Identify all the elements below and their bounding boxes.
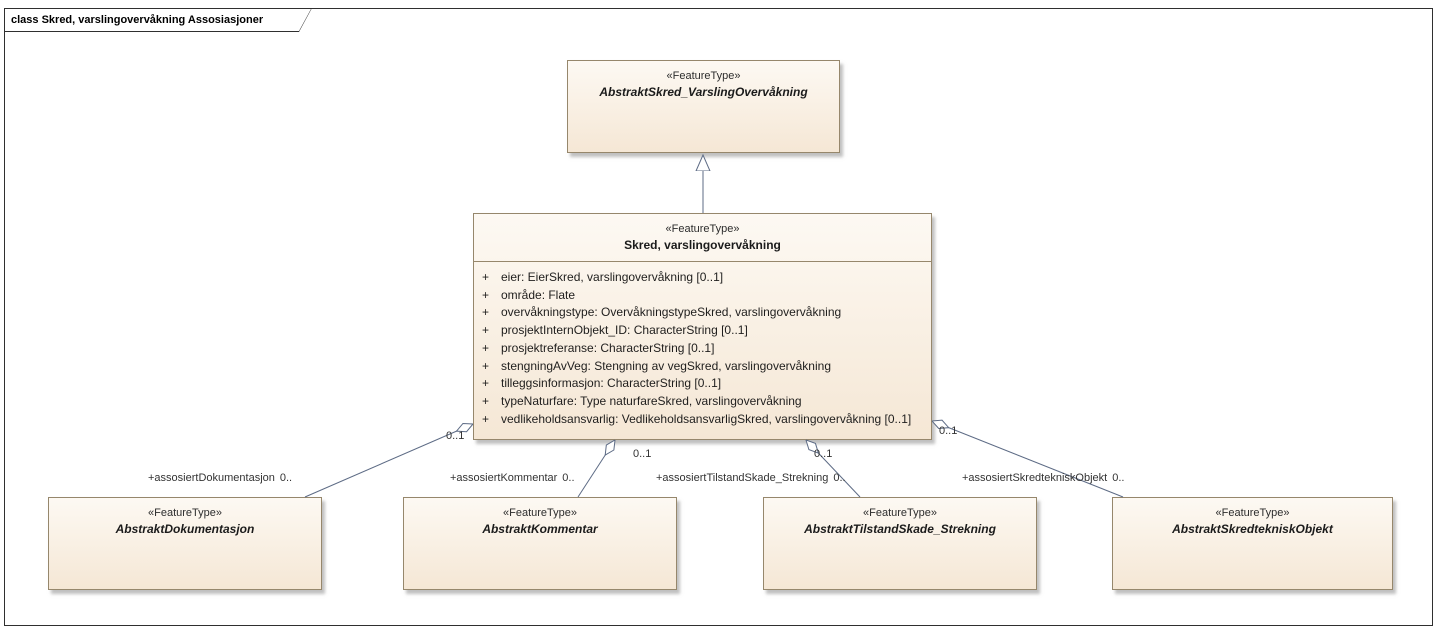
stereotype-label: «FeatureType» <box>1215 507 1290 519</box>
attribute-row: + vedlikeholdsansvarlig: Vedlikeholdsansv… <box>482 410 931 428</box>
class-header: «FeatureType» Skred, varslingovervåkning <box>474 214 931 254</box>
attribute-visibility: + <box>482 358 490 373</box>
attribute-text: prosjektreferanse: CharacterString [0..1… <box>501 340 715 355</box>
target-multiplicity: 0.. <box>279 472 293 484</box>
role-name: +assosiertDokumentasjon <box>148 472 275 484</box>
association-source-multiplicity: 0..1 <box>814 448 833 460</box>
frame-tab: class Skred, varslingovervåkning Assosia… <box>4 8 312 32</box>
role-name: +assosiertTilstandSkade_Strekning <box>656 472 829 484</box>
attribute-visibility: + <box>482 287 490 302</box>
attribute-visibility: + <box>482 305 490 320</box>
association-source-multiplicity: 0..1 <box>939 425 958 437</box>
attribute-text: vedlikeholdsansvarlig: Vedlikeholdsansva… <box>501 411 912 426</box>
class-header: «FeatureType» AbstraktTilstandSkade_Stre… <box>764 498 1036 538</box>
class-box-abstrakttilstandskade-strekning: «FeatureType» AbstraktTilstandSkade_Stre… <box>763 497 1037 590</box>
target-multiplicity: 0.. <box>1112 472 1125 484</box>
attribute-row: + typeNaturfare: Type naturfareSkred, var… <box>482 392 931 410</box>
association-source-multiplicity: 0..1 <box>633 448 652 460</box>
stereotype-label: «FeatureType» <box>503 507 577 519</box>
attribute-text: stengningAvVeg: Stengning av vegSkred, v… <box>501 358 831 373</box>
diagram-frame <box>4 8 1433 626</box>
attribute-row: + område: Flate <box>482 286 931 304</box>
attribute-text: prosjektInternObjekt_ID: CharacterString… <box>501 323 748 338</box>
attribute-row: + tilleggsinformasjon: CharacterString [0… <box>482 375 931 393</box>
attribute-text: tilleggsinformasjon: CharacterString [0.… <box>501 376 722 391</box>
association-role-label: +assosiertKommentar 0.. <box>450 472 575 484</box>
association-source-multiplicity: 0..1 <box>446 430 465 442</box>
stereotype-label: «FeatureType» <box>863 507 937 519</box>
class-name: AbstraktDokumentasjon <box>115 522 255 536</box>
class-name: Skred, varslingovervåkning <box>624 238 781 252</box>
class-header: «FeatureType» AbstraktDokumentasjon <box>49 498 321 538</box>
class-name: AbstraktTilstandSkade_Strekning <box>804 522 996 536</box>
attribute-visibility: + <box>482 376 490 391</box>
attribute-row: + prosjektreferanse: CharacterString [0..… <box>482 339 931 357</box>
stereotype-label: «FeatureType» <box>666 70 741 82</box>
frame-tab-label: class Skred, varslingovervåkning Assosia… <box>5 9 311 31</box>
class-box-skred-varslingovervakning: «FeatureType» Skred, varslingovervåkning… <box>473 213 932 440</box>
attribute-visibility: + <box>482 323 490 338</box>
target-multiplicity: 0.. <box>833 472 846 484</box>
attribute-row: + prosjektInternObjekt_ID: CharacterStrin… <box>482 321 931 339</box>
attribute-row: + overvåkningstype: OvervåkningstypeSkred… <box>482 304 931 322</box>
attribute-text: område: Flate <box>501 287 576 302</box>
attribute-visibility: + <box>482 340 490 355</box>
stereotype-label: «FeatureType» <box>148 507 222 519</box>
compartment-separator <box>474 261 931 262</box>
class-header: «FeatureType» AbstraktKommentar <box>404 498 676 538</box>
role-name: +assosiertSkredtekniskObjekt <box>962 472 1108 484</box>
class-header: «FeatureType» AbstraktSkredtekniskObjekt <box>1113 498 1392 538</box>
class-name: AbstraktSkred_VarslingOvervåkning <box>599 85 808 99</box>
association-role-label: +assosiertDokumentasjon 0.. <box>148 472 292 484</box>
class-box-abstraktdokumentasjon: «FeatureType» AbstraktDokumentasjon <box>48 497 322 590</box>
role-name: +assosiertKommentar <box>450 472 558 484</box>
class-box-abstraktskred-varslingovervakning: «FeatureType» AbstraktSkred_VarslingOver… <box>567 60 840 153</box>
attribute-visibility: + <box>482 394 490 409</box>
association-role-label: +assosiertSkredtekniskObjekt 0.. <box>962 472 1124 484</box>
attribute-text: overvåkningstype: OvervåkningstypeSkred,… <box>501 305 842 320</box>
attribute-visibility: + <box>482 269 490 284</box>
target-multiplicity: 0.. <box>562 472 575 484</box>
stereotype-label: «FeatureType» <box>665 223 740 235</box>
attribute-text: typeNaturfare: Type naturfareSkred, vars… <box>501 394 802 409</box>
class-name: AbstraktKommentar <box>482 522 598 536</box>
attributes-compartment: + eier: EierSkred, varslingovervåkning [0… <box>474 262 931 428</box>
attribute-row: + eier: EierSkred, varslingovervåkning [0… <box>482 268 931 286</box>
attribute-text: eier: EierSkred, varslingovervåkning [0.… <box>501 269 724 284</box>
class-name: AbstraktSkredtekniskObjekt <box>1172 522 1333 536</box>
class-header: «FeatureType» AbstraktSkred_VarslingOver… <box>568 61 839 101</box>
association-role-label: +assosiertTilstandSkade_Strekning 0.. <box>656 472 846 484</box>
class-box-abstraktskredteknisкobjekt: «FeatureType» AbstraktSkredtekniskObjekt <box>1112 497 1393 590</box>
attribute-row: + stengningAvVeg: Stengning av vegSkred, … <box>482 357 931 375</box>
class-box-abstraktkommentar: «FeatureType» AbstraktKommentar <box>403 497 677 590</box>
attribute-visibility: + <box>482 411 490 426</box>
